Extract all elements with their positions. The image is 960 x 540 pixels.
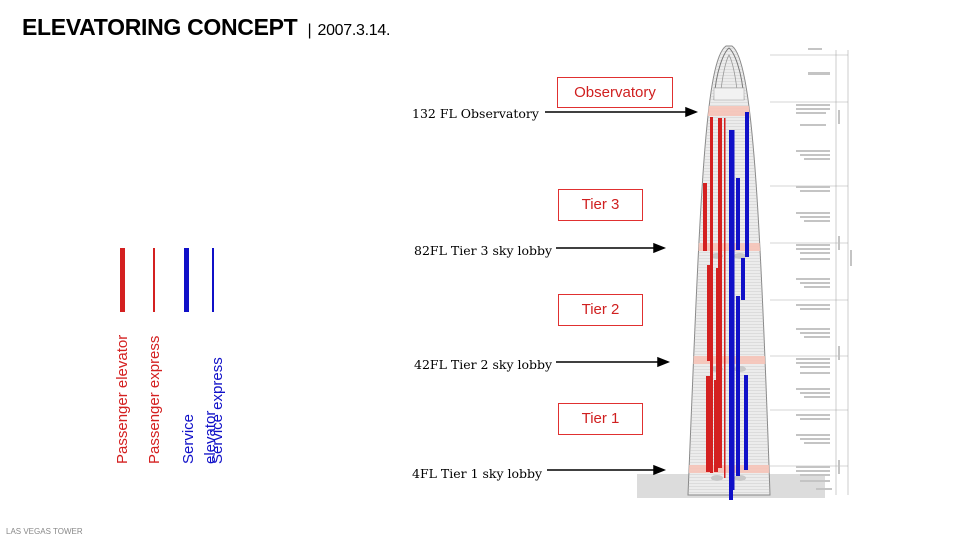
- passenger-elevators: [703, 117, 722, 473]
- tier2-arrow-head: [657, 356, 671, 368]
- legend-swatch-service-elevator: [184, 248, 189, 312]
- observatory-level-band: [688, 106, 770, 116]
- tier3-arrow-head: [653, 242, 667, 254]
- passenger-express-line: [724, 118, 726, 478]
- observatory-dome: [713, 87, 745, 101]
- observatory-arrow-head: [685, 106, 699, 118]
- floor-label-observatory: 132 FL Observatory: [412, 106, 539, 121]
- legend-swatch-passenger-elevator: [120, 248, 125, 312]
- title-separator: |: [307, 22, 312, 39]
- title-text: ELEVATORING CONCEPT: [22, 14, 298, 40]
- annotation-text-blocks: [796, 72, 832, 490]
- service-express-line: [733, 130, 735, 490]
- tower-crown-arch: [713, 47, 745, 101]
- floor-label-tier1-lobby: 4FL Tier 1 sky lobby: [412, 466, 543, 481]
- floor-arrows: [545, 106, 699, 476]
- tier1-arrow-head: [653, 464, 667, 476]
- zone-tag-tier2: Tier 2: [558, 294, 643, 326]
- legend-swatch-passenger-express: [153, 248, 155, 312]
- tower-crown-inner-arch: [719, 54, 739, 101]
- zone-tag-tier1: Tier 1: [558, 403, 643, 435]
- legend-swatch-service-express: [212, 248, 214, 312]
- floor-label-tier2-lobby: 42FL Tier 2 sky lobby: [414, 357, 553, 372]
- title-date: 2007.3.14.: [317, 22, 391, 39]
- zone-tag-tier3: Tier 3: [558, 189, 643, 221]
- dimension-text-blocks: [808, 48, 852, 474]
- page-title: ELEVATORING CONCEPT | 2007.3.14.: [22, 14, 390, 41]
- annotation-leaders: [770, 50, 849, 495]
- zone-tag-observatory: Observatory: [557, 77, 673, 108]
- service-elevators: [729, 112, 749, 500]
- footer-project-name: LAS VEGAS TOWER: [6, 527, 83, 536]
- floor-label-tier3-lobby: 82FL Tier 3 sky lobby: [414, 243, 553, 258]
